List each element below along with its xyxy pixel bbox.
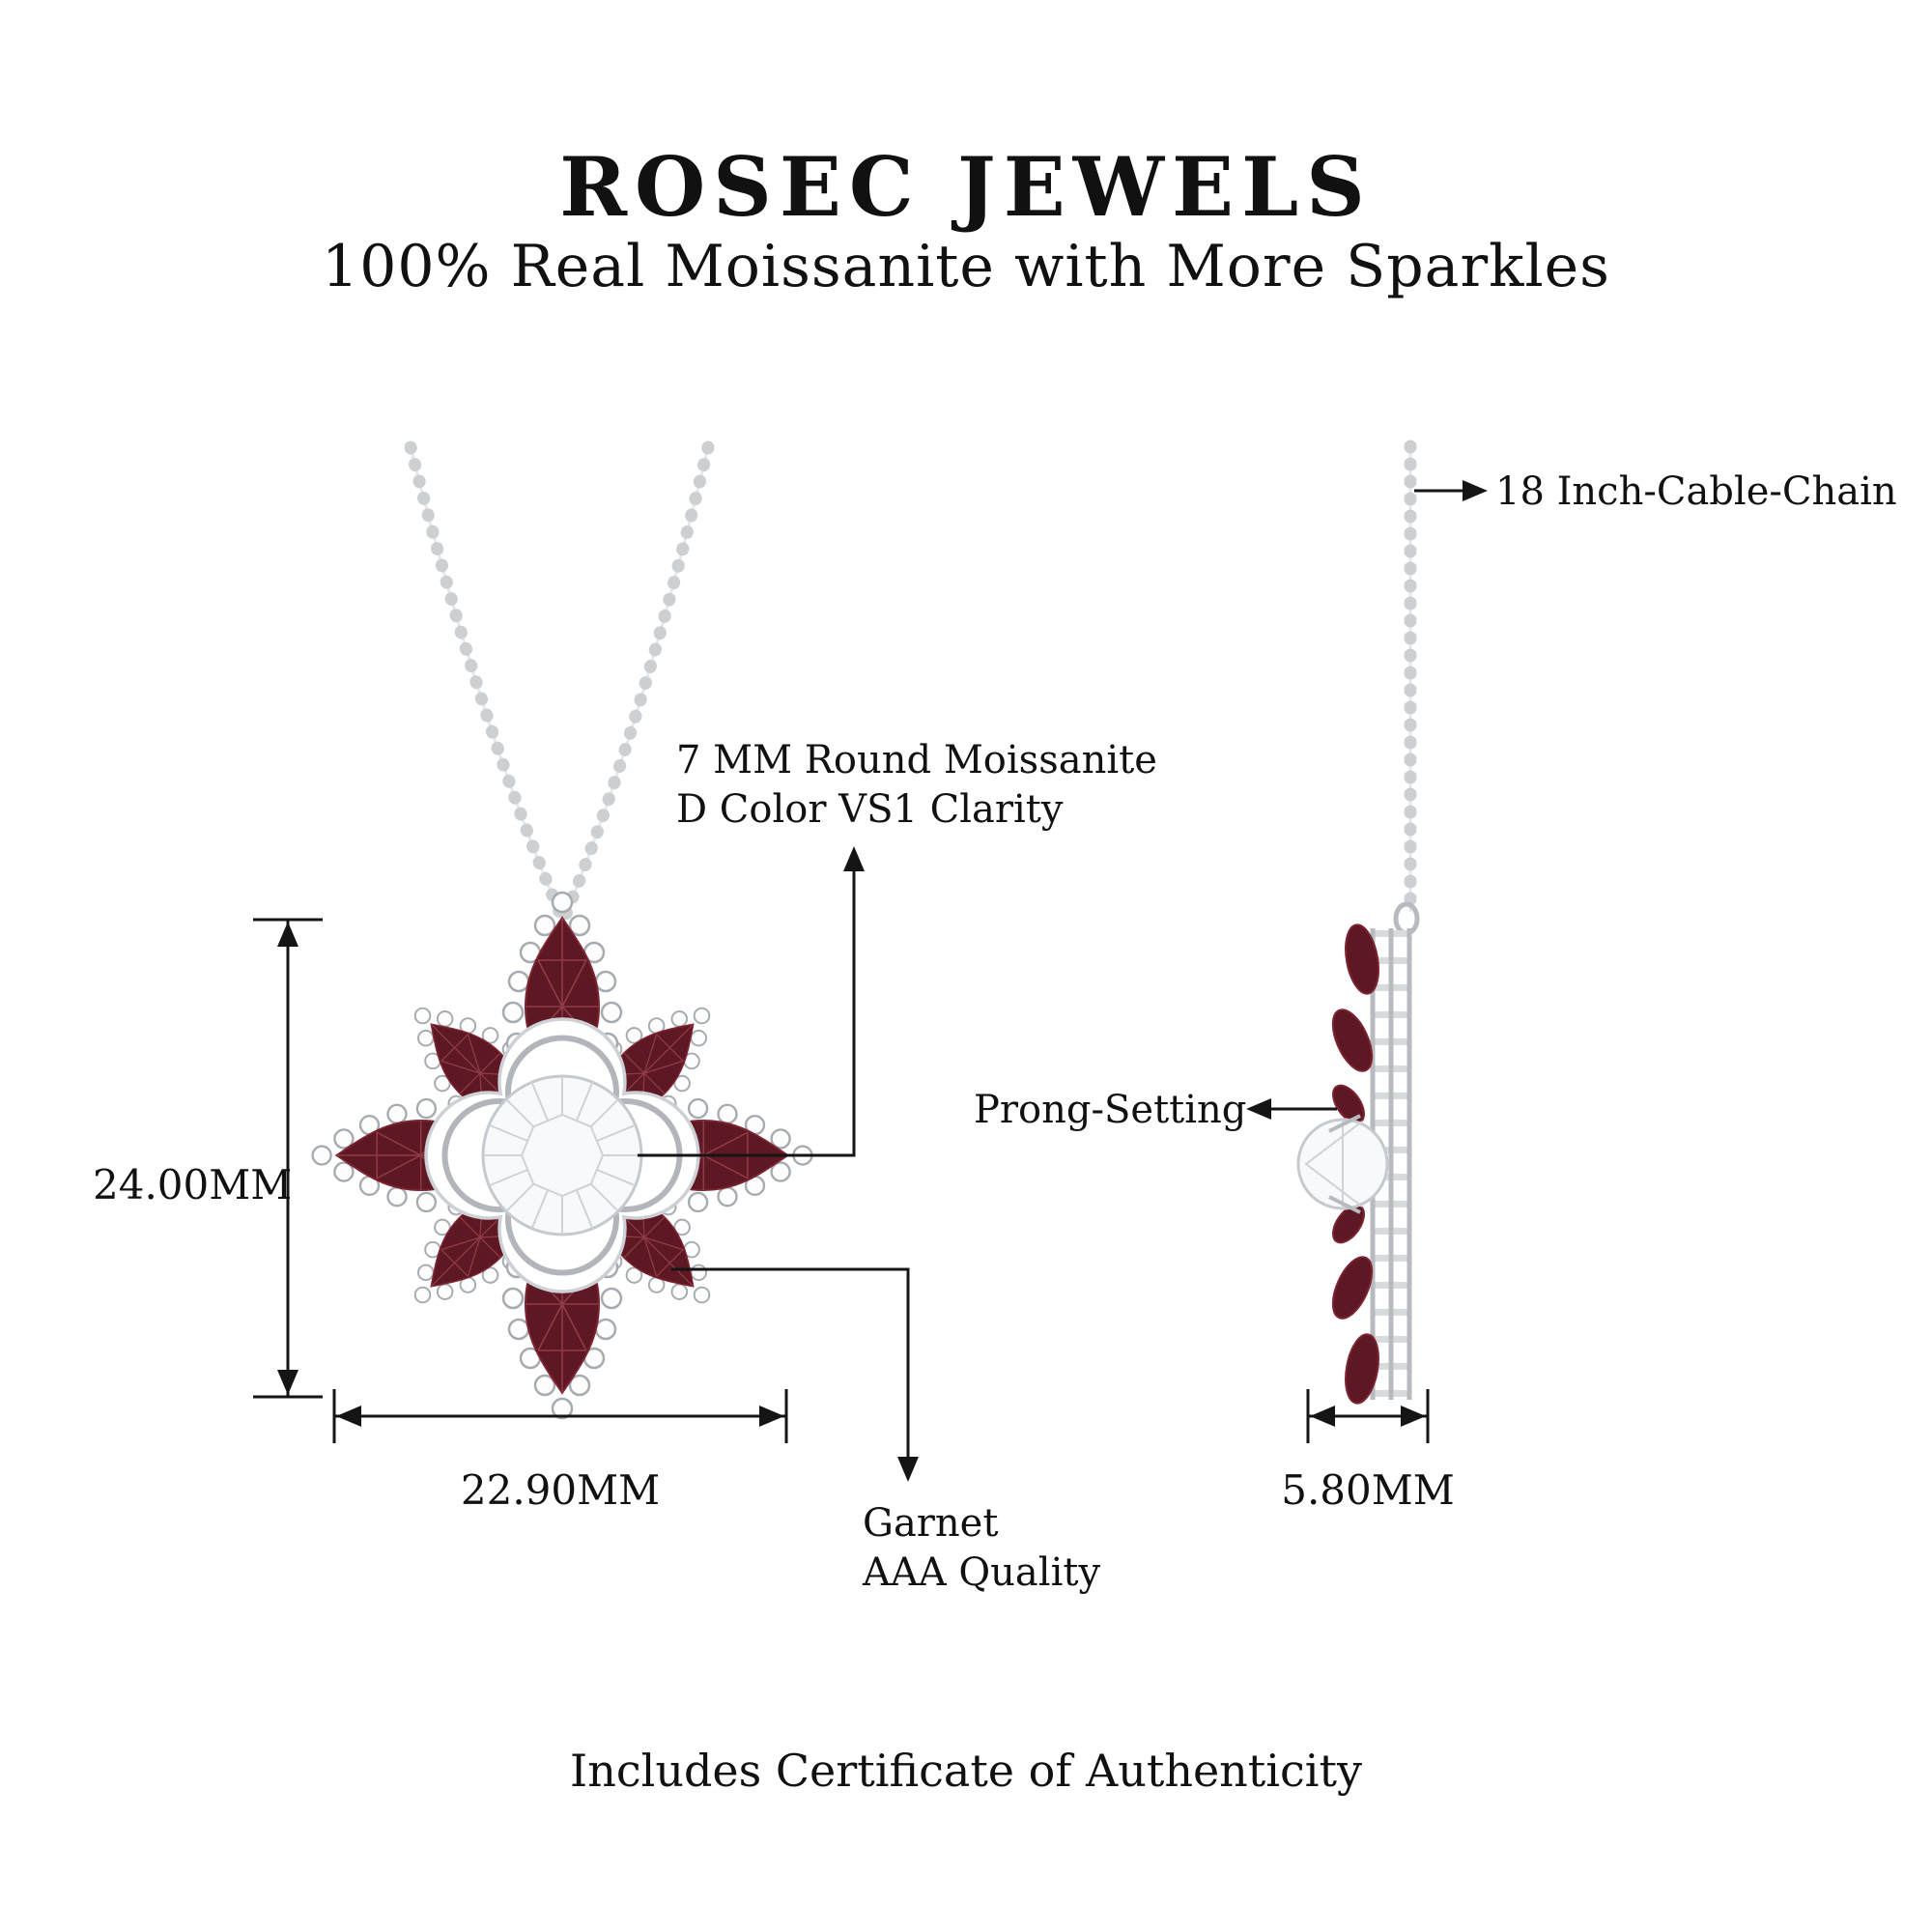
arrow-up-icon (843, 846, 865, 871)
bail (1393, 901, 1420, 936)
dimension-height-label: 24.00MM (93, 1161, 293, 1208)
arrow-down-icon (897, 1457, 919, 1482)
callout-prong-setting: Prong-Setting (974, 1088, 1247, 1132)
leader-prong (1246, 1098, 1337, 1120)
side-stone-facets (1304, 1120, 1363, 1208)
callout-moissanite-line1: 7 MM Round Moissanite (676, 738, 1157, 782)
arrow-left-icon (1310, 1406, 1335, 1427)
callout-moissanite: 7 MM Round Moissanite D Color VS1 Clarit… (676, 736, 1157, 835)
brand-title: ROSEC JEWELS (559, 139, 1373, 236)
dimension-width-label: 22.90MM (460, 1466, 661, 1514)
side-garnet-stones (1331, 923, 1379, 1405)
dimension-height (253, 918, 323, 1399)
certificate-note: Includes Certificate of Authenticity (570, 1745, 1362, 1797)
pendant-side-view (1296, 901, 1420, 1405)
arrow-down-icon (277, 1370, 298, 1395)
round-stone-facets (483, 1076, 641, 1235)
arrow-right-icon (1463, 480, 1488, 501)
dimension-depth-label: 5.80MM (1281, 1466, 1455, 1514)
pendant-front-view (311, 891, 813, 1420)
leader-garnet (671, 1267, 919, 1482)
callout-garnet-line2: AAA Quality (863, 1550, 1101, 1596)
callout-chain-length: 18 Inch-Cable-Chain (1495, 469, 1897, 514)
arrow-left-icon (1246, 1098, 1271, 1120)
dimension-width (332, 1389, 788, 1443)
callout-moissanite-line2: D Color VS1 Clarity (676, 787, 1064, 833)
tagline: 100% Real Moissanite with More Sparkles (322, 233, 1610, 300)
arrow-up-icon (277, 922, 298, 947)
arrow-right-icon (1401, 1406, 1426, 1427)
arrow-right-icon (759, 1406, 784, 1427)
callout-garnet-line1: Garnet (863, 1501, 999, 1546)
prongs (1328, 1114, 1361, 1214)
arrow-left-icon (336, 1406, 361, 1427)
leader-chain (1414, 480, 1488, 501)
leader-moissanite (638, 846, 865, 1157)
cable-chain-front (404, 440, 715, 921)
dimension-depth (1306, 1389, 1430, 1443)
callout-garnet: Garnet AAA Quality (863, 1499, 1100, 1598)
